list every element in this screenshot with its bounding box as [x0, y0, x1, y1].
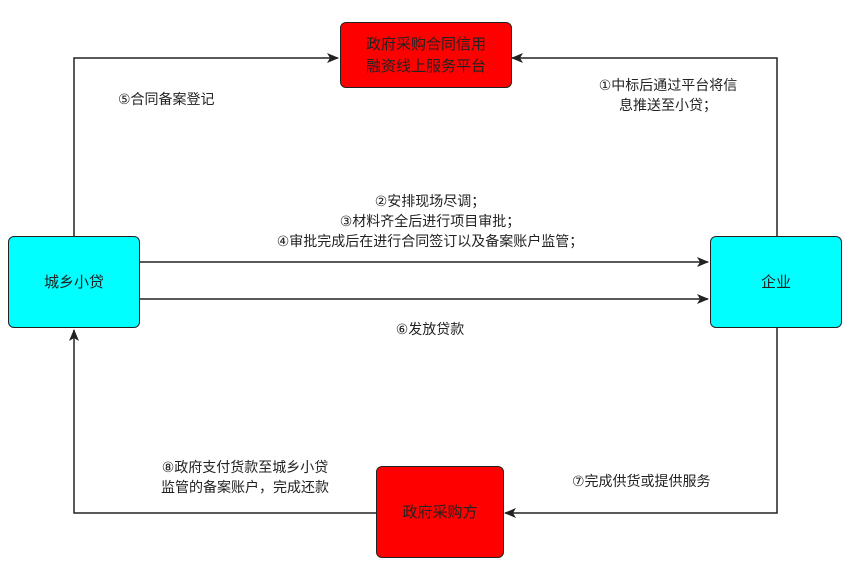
step1-line1: ①中标后通过平台将信: [598, 78, 738, 94]
label-step5-contract-filing: ⑤合同备案登记: [118, 92, 215, 108]
label-step7-supply-service: ⑦完成供货或提供服务: [572, 474, 711, 490]
label-step6-loan-disbursement: ⑥发放贷款: [395, 322, 465, 338]
edge-repayment: [69, 329, 376, 514]
edge-contract-filing: [73, 53, 339, 236]
label-step1-info-push: ①中标后通过平台将信 息推送至小贷；: [578, 76, 758, 116]
step1-line2: 息推送至小贷；: [619, 98, 717, 114]
step8-line2: 监管的备案账户，完成还款: [161, 480, 329, 496]
edge-bid-info-push: [511, 53, 778, 236]
platform-title-line1: 政府采购合同信用: [365, 35, 486, 53]
platform-title-line2: 融资线上服务平台: [365, 57, 486, 75]
enterprise-label: 企业: [760, 273, 791, 291]
node-enterprise: 企业: [710, 236, 842, 328]
step8-line1: ⑧政府支付货款至城乡小贷: [161, 460, 329, 476]
edge-supply-service: [504, 328, 778, 518]
node-financing-platform: 政府采购合同信用 融资线上服务平台: [340, 22, 512, 88]
purchaser-label: 政府采购方: [402, 503, 478, 521]
label-step3-project-approval: ③材料齐全后进行项目审批；: [339, 214, 521, 230]
node-government-purchaser: 政府采购方: [376, 466, 504, 558]
lender-label: 城乡小贷: [43, 273, 104, 291]
label-step2-due-diligence: ②安排现场尽调；: [374, 194, 486, 210]
label-step4-contract-signing: ④审批完成后在进行合同签订以及备案账户监管；: [276, 234, 584, 250]
label-step8-repayment: ⑧政府支付货款至城乡小贷 监管的备案账户，完成还款: [130, 458, 360, 498]
node-urban-rural-lender: 城乡小贷: [8, 236, 140, 328]
